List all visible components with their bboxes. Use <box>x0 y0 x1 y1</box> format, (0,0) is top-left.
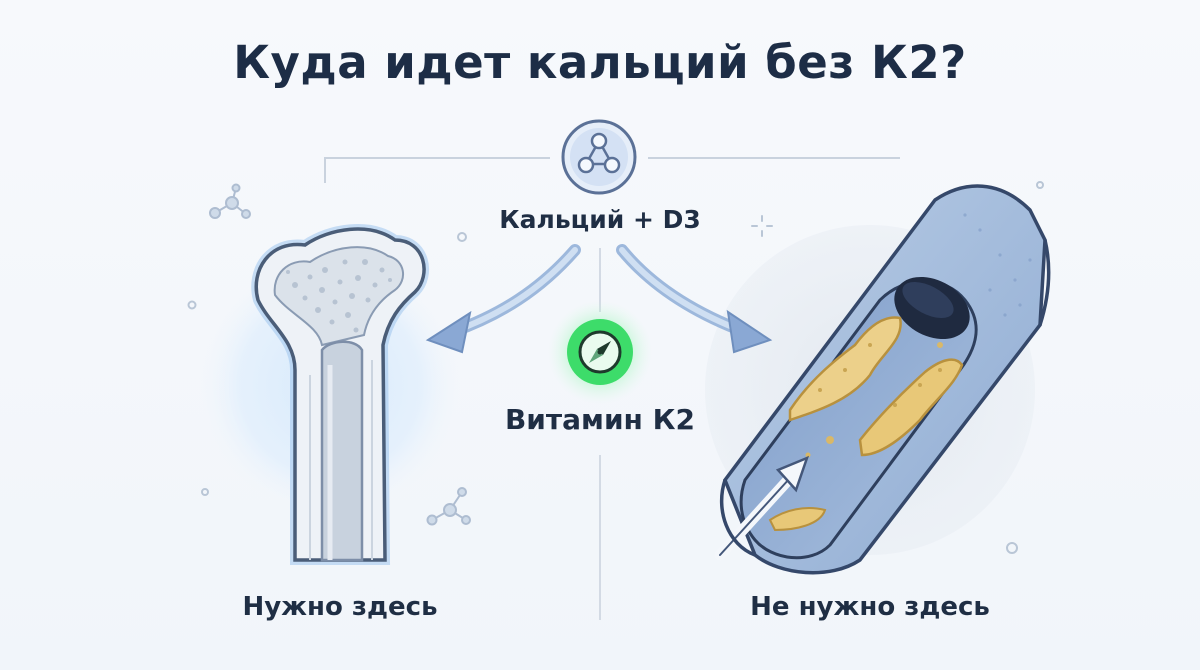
artery-illustration <box>714 184 1051 575</box>
compass-icon <box>548 300 652 404</box>
sparkle-icon <box>751 215 773 237</box>
decor-molecule-bottom-left <box>426 487 471 526</box>
decor-molecule-top-left <box>209 183 251 219</box>
molecule-icon <box>561 119 637 195</box>
vitamin-k2-label: Витамин К2 <box>504 403 696 436</box>
calcium-label: Кальций + D3 <box>499 205 701 234</box>
arrow-to-artery <box>616 244 773 354</box>
decor-dots <box>187 181 1044 554</box>
arrow-to-bone <box>425 244 581 354</box>
connector-line-left <box>324 157 550 183</box>
bone-illustration <box>251 224 429 565</box>
bone-caption: Нужно здесь <box>242 592 438 622</box>
artery-caption: Не нужно здесь <box>750 592 990 622</box>
page-title: Куда идет кальций без К2? <box>233 36 967 89</box>
